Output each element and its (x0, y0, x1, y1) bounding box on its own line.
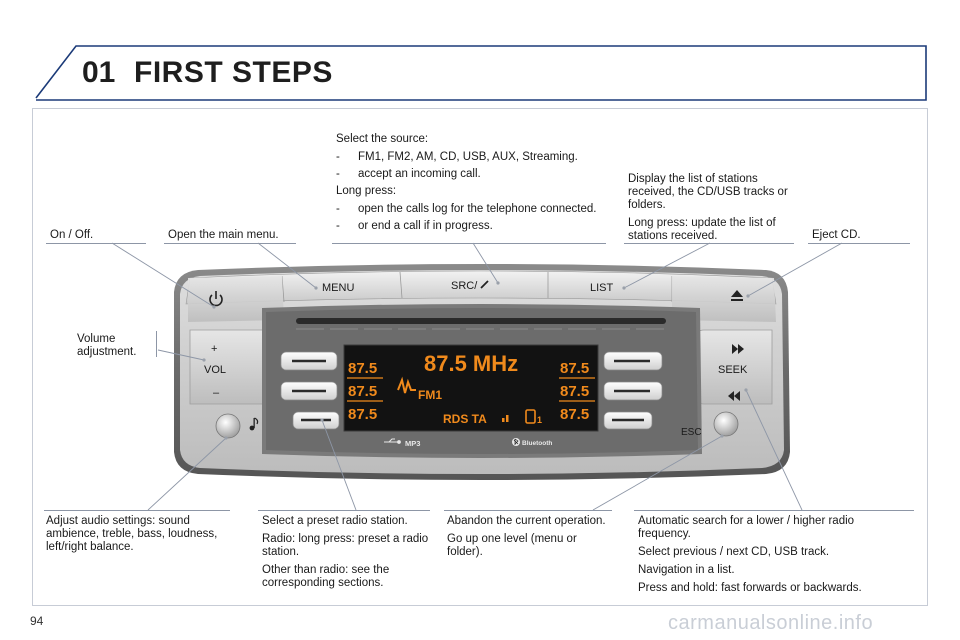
phone-icon (480, 280, 489, 289)
callout-lines (111, 242, 843, 511)
usb-icon (384, 438, 401, 444)
power-icon[interactable] (209, 291, 223, 307)
esc-annotation: Abandon the current operation. Go up one… (447, 515, 606, 558)
preset-right-1: 87.5 (560, 360, 589, 377)
preset-right-3: 87.5 (560, 406, 589, 423)
display-status: RDS TA (443, 412, 487, 426)
display-bt-number: 1 (537, 415, 542, 425)
display-band: FM1 (418, 388, 442, 402)
eject-icon[interactable] (731, 290, 743, 301)
bluetooth-device-icon (525, 409, 536, 424)
page-number: 94 (30, 614, 44, 628)
src-button[interactable]: SRC/ (451, 280, 478, 292)
preset-annotation: Select a preset radio station. Radio: lo… (262, 515, 429, 589)
vol-up-button[interactable]: + (211, 343, 217, 355)
seek-annotation: Automatic search for a lower / higher ra… (638, 515, 862, 594)
display-frequency: 87.5 MHz (424, 351, 518, 376)
seek-forward-icon[interactable] (732, 344, 744, 354)
esc-button[interactable]: ESC (681, 427, 702, 438)
menu-button[interactable]: MENU (322, 282, 354, 294)
list-annotation: Display the list of stations received, t… (628, 173, 788, 242)
preset-left-3: 87.5 (348, 406, 377, 423)
eject-annotation: Eject CD. (812, 229, 861, 241)
volume-annotation: Volume adjustment. (77, 333, 137, 358)
vol-down-button[interactable]: – (213, 387, 220, 399)
on-off-annotation: On / Off. (50, 229, 94, 241)
preset-left-1: 87.5 (348, 360, 377, 377)
audio-settings-annotation: Adjust audio settings: sound ambience, t… (46, 515, 218, 553)
callout-dots (202, 281, 750, 440)
signal-strength-icon (502, 415, 509, 422)
main-menu-annotation: Open the main menu. (168, 229, 279, 241)
chapter-title: FIRST STEPS (134, 56, 333, 89)
seek-label: SEEK (718, 364, 748, 376)
vol-label: VOL (204, 364, 226, 376)
bluetooth-label: Bluetooth (522, 440, 552, 447)
content-frame (32, 108, 928, 606)
music-note-icon (249, 417, 259, 431)
list-button[interactable]: LIST (590, 282, 614, 294)
watermark: carmanualsonline.info (668, 612, 874, 634)
seek-backward-icon[interactable] (728, 391, 740, 401)
source-annotation: Select the source: -FM1, FM2, AM, CD, US… (336, 133, 597, 232)
signal-wave-icon (397, 376, 416, 394)
bluetooth-logo-icon (512, 438, 520, 446)
preset-left-2: 87.5 (348, 383, 377, 400)
preset-right-2: 87.5 (560, 383, 589, 400)
mp3-label: MP3 (405, 439, 420, 448)
chapter-number: 01 (82, 56, 116, 89)
chapter-header (35, 45, 927, 101)
